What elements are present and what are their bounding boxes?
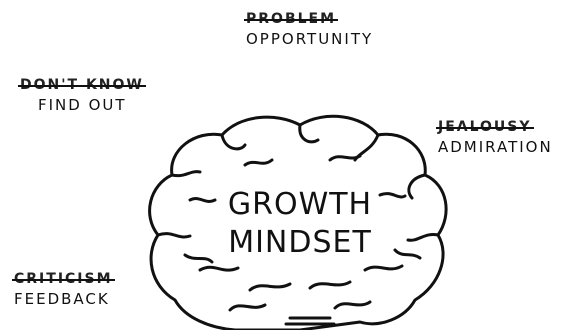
crossed-word: DON'T KNOW <box>18 78 146 92</box>
crossed-word: PROBLEM <box>244 12 339 26</box>
pair-left: DON'T KNOW FIND OUT <box>18 76 146 114</box>
replacement-word: FIND OUT <box>38 96 127 114</box>
strikethrough-line <box>244 19 339 21</box>
brain-title-line1: GROWTH <box>227 187 373 222</box>
replacement-word: ADMIRATION <box>438 138 553 156</box>
brain-title-line2: MINDSET <box>228 225 372 260</box>
replacement-word: OPPORTUNITY <box>246 30 374 48</box>
pair-bottom-left: CRITICISM FEEDBACK <box>12 270 115 308</box>
pair-top: PROBLEM OPPORTUNITY <box>244 10 374 48</box>
replacement-word: FEEDBACK <box>14 290 110 308</box>
strikethrough-line <box>436 127 534 129</box>
pair-right: JEALOUSY ADMIRATION <box>436 118 553 156</box>
crossed-word: CRITICISM <box>12 272 115 286</box>
crossed-word: JEALOUSY <box>436 120 534 134</box>
strikethrough-line <box>18 85 146 87</box>
strikethrough-line <box>12 279 115 281</box>
